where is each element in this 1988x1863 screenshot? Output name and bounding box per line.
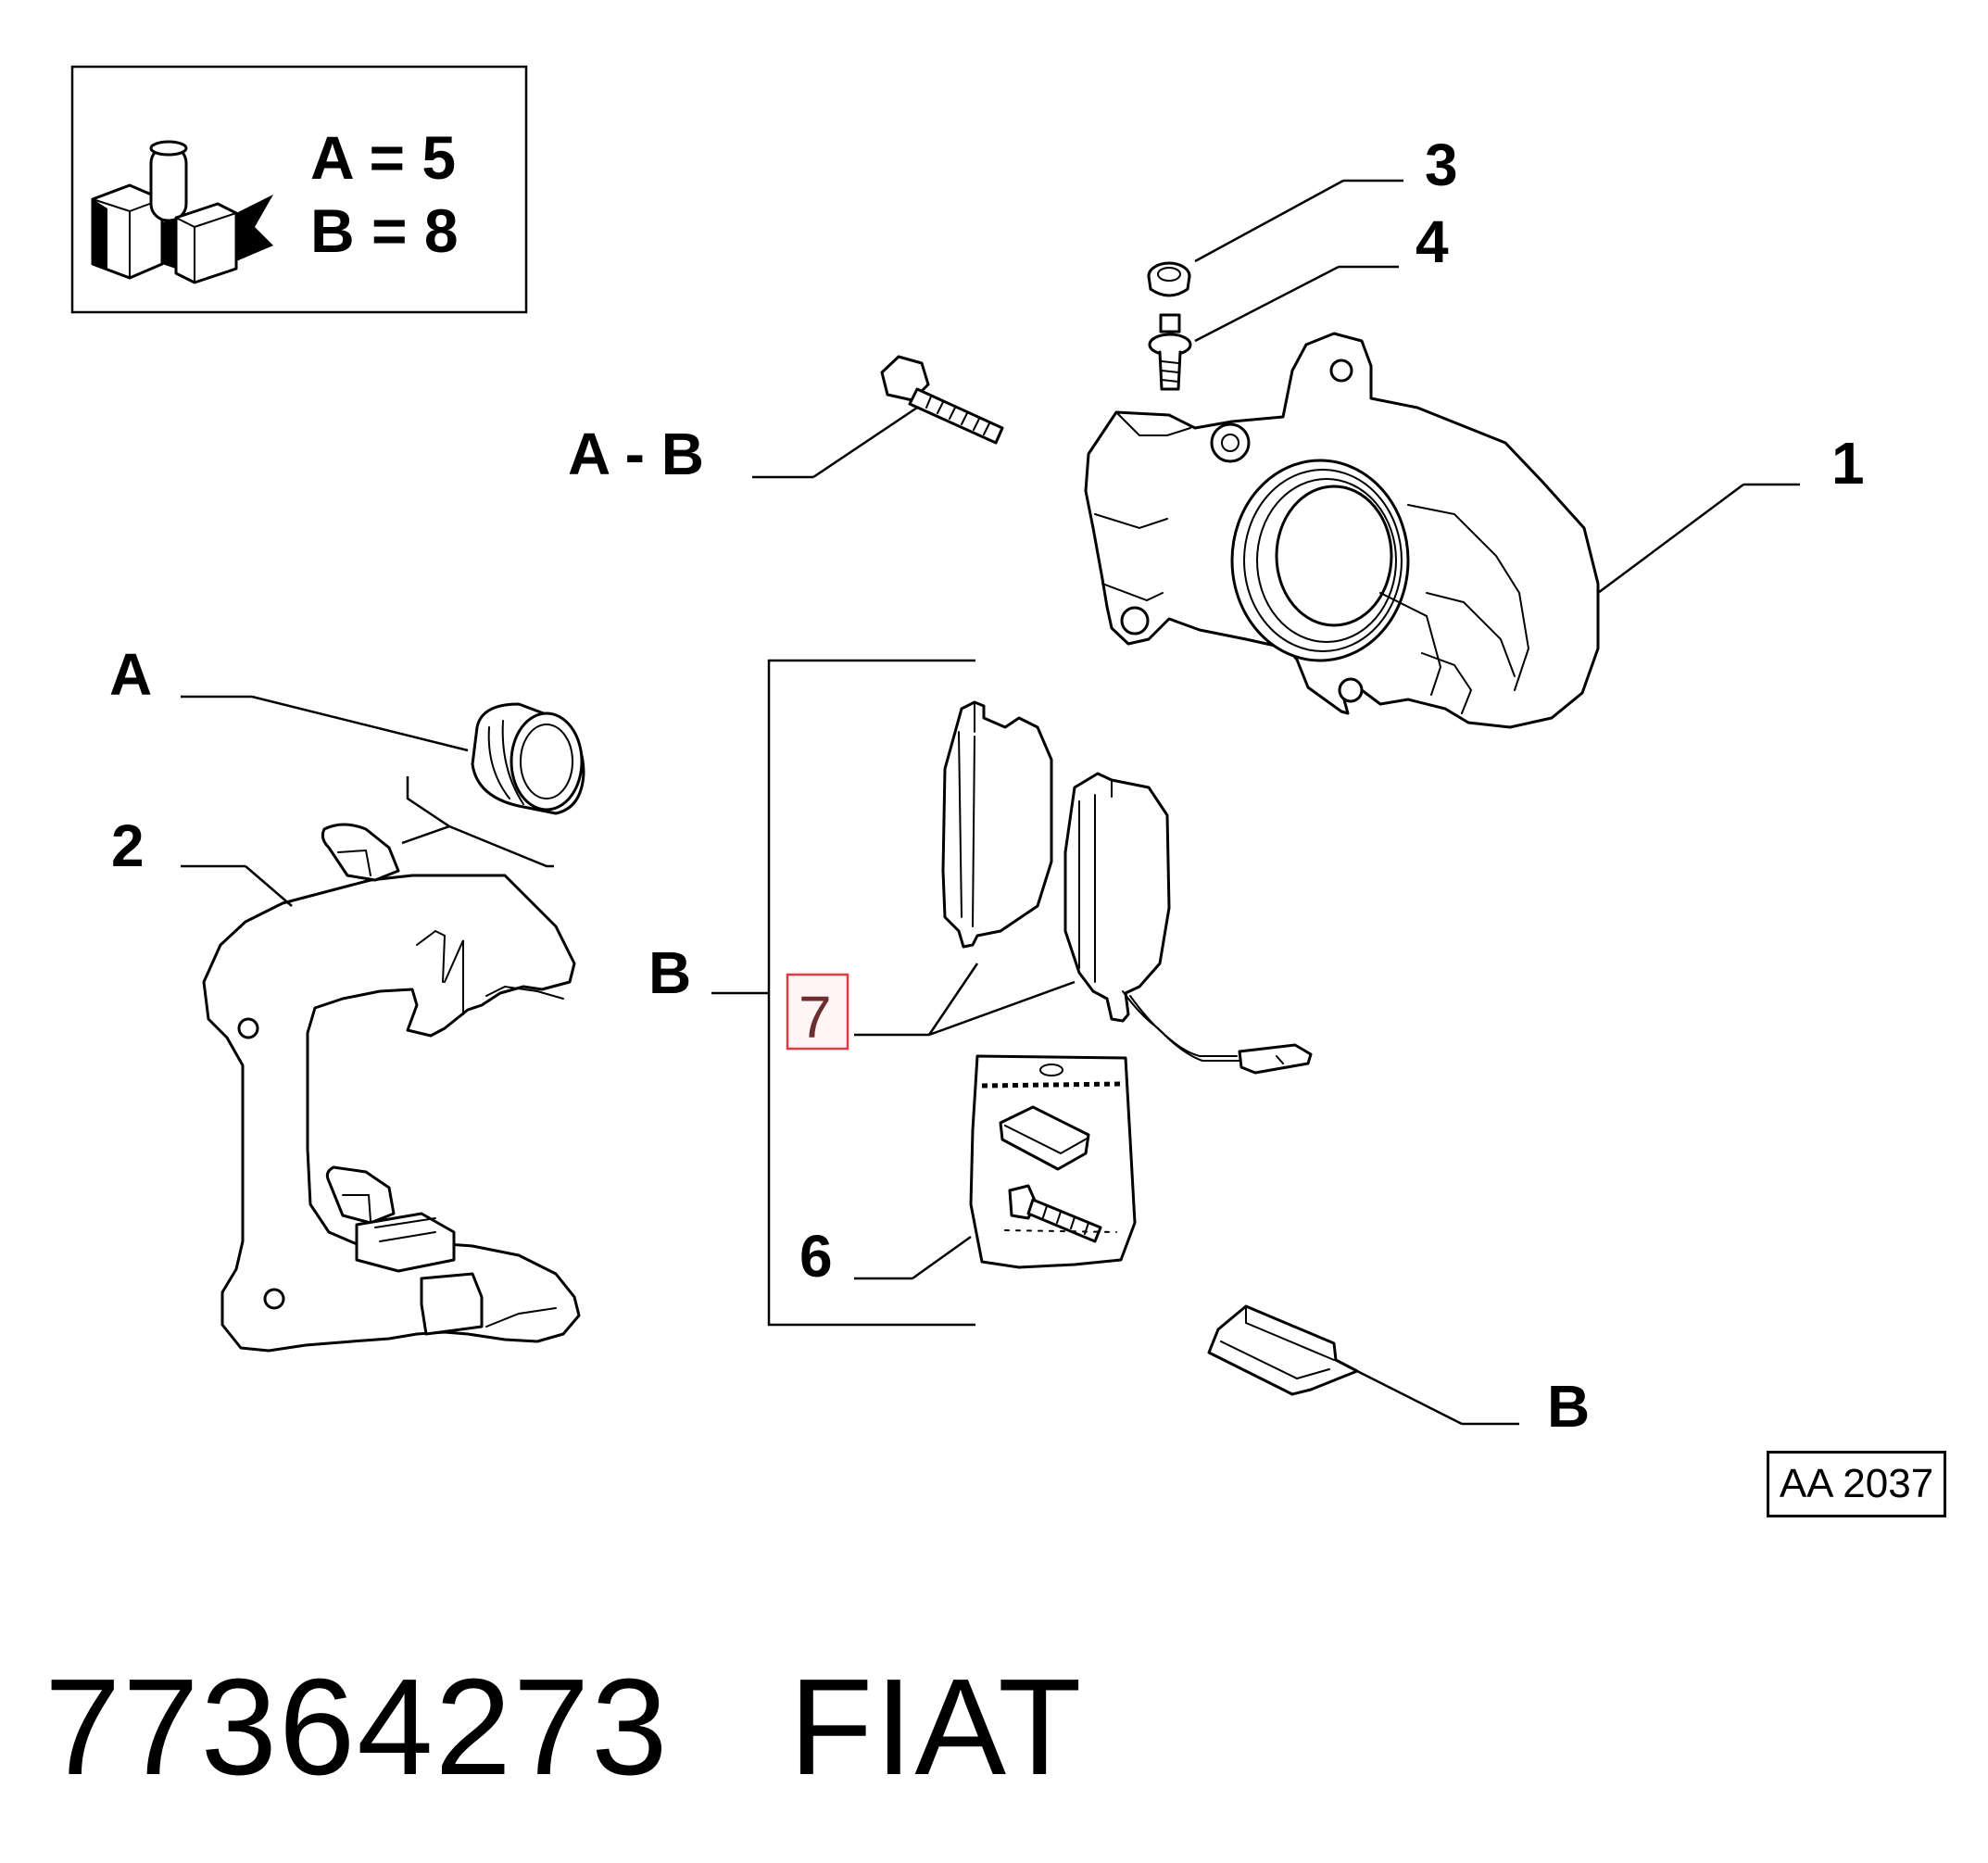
- part-7-brake-pads: [941, 700, 1313, 1075]
- part-4-bleed-screw: [1148, 313, 1192, 391]
- highlight-box-7: [786, 973, 849, 1051]
- callout-3: 3: [1425, 132, 1458, 198]
- part-guide-bushing: [471, 702, 585, 815]
- callout-6: 6: [799, 1223, 833, 1290]
- callout-4: 4: [1416, 208, 1449, 275]
- part-anti-rattle-clip: [1207, 1304, 1359, 1396]
- part-2-bracket: [202, 823, 581, 1353]
- brand-name: FIAT: [788, 1651, 1084, 1804]
- fiat-package-icon: [91, 140, 273, 284]
- callout-7: 7: [799, 984, 832, 1051]
- footer-title: 77364273 FIAT: [44, 1649, 1084, 1806]
- legend-box: A = 5 B = 8: [70, 65, 528, 314]
- callout-b-clip: B: [1547, 1373, 1590, 1440]
- part-6-hardware-kit: [969, 1054, 1137, 1269]
- part-number: 77364273: [44, 1651, 670, 1804]
- callout-b-bracket: B: [648, 939, 691, 1006]
- callout-1: 1: [1831, 430, 1865, 497]
- part-1-caliper: [1084, 332, 1600, 729]
- callout-a-b: A - B: [568, 421, 704, 487]
- callout-2: 2: [111, 812, 145, 879]
- legend-line-b: B = 8: [310, 196, 459, 265]
- part-guide-bolt: [880, 355, 1004, 445]
- reference-code: AA 2037: [1767, 1451, 1946, 1517]
- callout-a: A: [109, 641, 152, 708]
- part-3-dust-cap: [1147, 261, 1191, 297]
- legend-line-a: A = 5: [310, 123, 456, 192]
